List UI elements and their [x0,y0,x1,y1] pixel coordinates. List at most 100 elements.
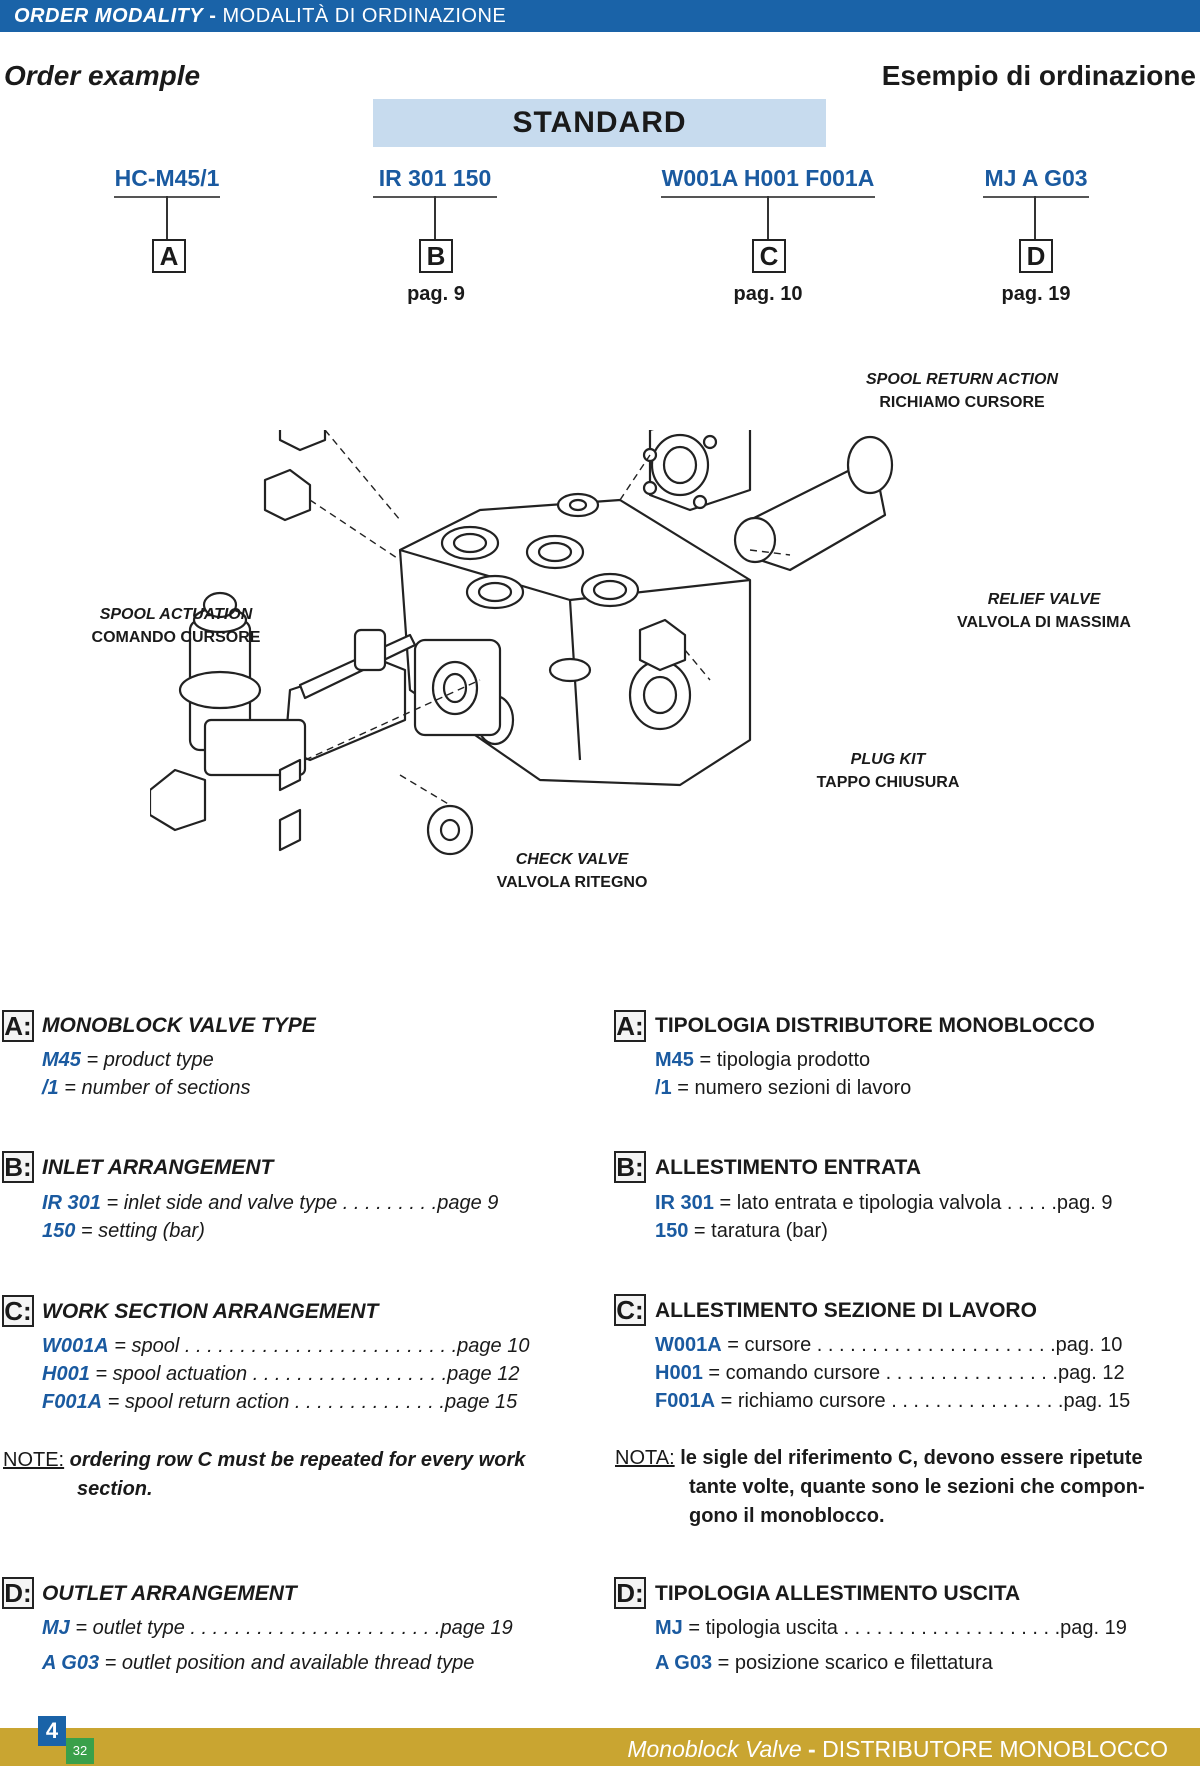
header-title: ORDER MODALITY - MODALITÀ DI ORDINAZIONE [14,5,506,28]
row-text: = setting (bar) [75,1220,205,1242]
letter-box-d: D [1019,239,1053,273]
note-key-it: NOTA: [615,1447,675,1469]
page-ref-d: pag. 19 [1001,283,1071,305]
header-separator: - [209,5,217,27]
row-b2-en: 150 = setting (bar) [42,1220,205,1243]
row-text: = outlet position and available thread t… [99,1652,475,1674]
section-letter-b-it: B: [614,1151,646,1183]
label-spool-actuation: SPOOL ACTUATION COMANDO CURSORE [76,603,276,649]
label-spool-actuation-en: SPOOL ACTUATION [99,606,253,623]
code-b: IR 301 150 [373,165,497,198]
page-ref-c: pag. 10 [733,283,803,305]
section-title-a-en: MONOBLOCK VALVE TYPE [42,1014,316,1037]
row-text: = posizione scarico e filettatura [712,1652,993,1674]
row-key: MJ [655,1617,683,1639]
row-text: = spool return action . . . . . . . . . … [102,1391,518,1413]
section-letter-c-en: C: [2,1295,34,1327]
section-letter-b-en: B: [2,1151,34,1183]
note-en: NOTE: ordering row C must be repeated fo… [3,1446,593,1504]
page-ref-b: pag. 9 [407,283,465,305]
footer-bar: Monoblock Valve - DISTRIBUTORE MONOBLOCC… [0,1728,1200,1766]
row-a2-en: /1 = number of sections [42,1077,250,1100]
row-c2-en: H001 = spool actuation . . . . . . . . .… [42,1363,519,1386]
code-c: W001A H001 F001A [661,165,875,198]
row-key: F001A [655,1390,716,1412]
note-key-en: NOTE: [3,1449,65,1471]
row-c1-it: W001A = cursore . . . . . . . . . . . . … [655,1334,1122,1357]
valve-exploded-diagram [150,430,894,856]
note-it: NOTA: le sigle del riferimento C, devono… [615,1444,1200,1531]
connector-line [1034,196,1036,242]
header-title-en: ORDER MODALITY [14,5,204,27]
row-b2-it: 150 = taratura (bar) [655,1220,828,1243]
row-c2-it: H001 = comando cursore . . . . . . . . .… [655,1362,1125,1385]
label-plug-kit-it: TAPPO CHIUSURA [816,774,960,791]
row-text: = tipologia prodotto [693,1049,871,1071]
row-key: W001A [655,1334,722,1356]
row-a1-it: M45 = tipologia prodotto [655,1049,870,1072]
header-bar: ORDER MODALITY - MODALITÀ DI ORDINAZIONE [0,0,1200,32]
label-check-valve: CHECK VALVE VALVOLA RITEGNO [472,848,672,894]
note-text-it-2: tante volte, quante sono le sezioni che … [689,1476,1145,1498]
row-text: = product type [80,1049,214,1071]
row-c3-en: F001A = spool return action . . . . . . … [42,1391,517,1414]
label-check-valve-en: CHECK VALVE [515,851,629,868]
footer-title: Monoblock Valve - DISTRIBUTORE MONOBLOCC… [627,1736,1168,1763]
note-text-en-1: ordering row C must be repeated for ever… [64,1449,526,1471]
row-text: = spool . . . . . . . . . . . . . . . . … [108,1335,530,1357]
note-text-en-2: section. [77,1478,153,1500]
label-spool-return: SPOOL RETURN ACTION RICHIAMO CURSORE [862,368,1062,414]
code-d: MJ A G03 [983,165,1089,198]
row-key: A G03 [655,1652,713,1674]
row-key: IR 301 [655,1192,714,1214]
section-title-c-it: ALLESTIMENTO SEZIONE DI LAVORO [655,1299,1037,1322]
note-text-it-3: gono il monoblocco. [689,1505,885,1527]
row-key: /1 [655,1077,672,1099]
label-spool-return-it: RICHIAMO CURSORE [879,394,1045,411]
standard-banner: STANDARD [373,99,826,147]
row-d1-en: MJ = outlet type . . . . . . . . . . . .… [42,1617,513,1640]
note-text-it-1: le sigle del riferimento C, devono esser… [674,1447,1143,1469]
label-plug-kit-en: PLUG KIT [850,751,926,768]
section-title-d-it: TIPOLOGIA ALLESTIMENTO USCITA [655,1582,1021,1605]
heading-it: Esempio di ordinazione [881,60,1196,91]
footer-title-it: DISTRIBUTORE MONOBLOCCO [822,1736,1168,1762]
section-title-b-it: ALLESTIMENTO ENTRATA [655,1156,921,1179]
row-c1-en: W001A = spool . . . . . . . . . . . . . … [42,1335,529,1358]
label-spool-return-en: SPOOL RETURN ACTION [865,371,1058,388]
section-title-d-en: OUTLET ARRANGEMENT [42,1582,297,1605]
footer-title-en: Monoblock Valve [627,1736,802,1762]
row-text: = lato entrata e tipologia valvola . . .… [713,1192,1113,1214]
row-text: = taratura (bar) [688,1220,828,1242]
section-letter-d-en: D: [2,1577,34,1609]
section-title-c-en: WORK SECTION ARRANGEMENT [42,1300,379,1323]
row-text: = number of sections [58,1077,251,1099]
row-key: 150 [655,1220,689,1242]
label-check-valve-it: VALVOLA RITEGNO [496,874,648,891]
row-b1-it: IR 301 = lato entrata e tipologia valvol… [655,1192,1113,1215]
row-text: = spool actuation . . . . . . . . . . . … [89,1363,520,1385]
row-text: = inlet side and valve type . . . . . . … [100,1192,499,1214]
row-d2-it: A G03 = posizione scarico e filettatura [655,1652,993,1675]
row-a2-it: /1 = numero sezioni di lavoro [655,1077,911,1100]
row-b1-en: IR 301 = inlet side and valve type . . .… [42,1192,498,1215]
page-number: 4 [38,1716,66,1746]
row-key: M45 [42,1049,81,1071]
code-a: HC-M45/1 [114,165,220,198]
section-title-a-it: TIPOLOGIA DISTRIBUTORE MONOBLOCCO [655,1014,1095,1037]
row-key: W001A [42,1335,109,1357]
row-key: MJ [42,1617,70,1639]
row-key: M45 [655,1049,694,1071]
row-a1-en: M45 = product type [42,1049,214,1072]
row-d1-it: MJ = tipologia uscita . . . . . . . . . … [655,1617,1127,1640]
footer-separator: - [808,1736,816,1762]
row-d2-en: A G03 = outlet position and available th… [42,1652,474,1675]
connector-line [434,196,436,242]
label-spool-actuation-it: COMANDO CURSORE [91,629,261,646]
section-letter-a-it: A: [614,1010,646,1042]
section-letter-a-en: A: [2,1010,34,1042]
row-text: = outlet type . . . . . . . . . . . . . … [69,1617,513,1639]
connector-line [166,196,168,242]
row-text: = comando cursore . . . . . . . . . . . … [702,1362,1125,1384]
connector-line [767,196,769,242]
